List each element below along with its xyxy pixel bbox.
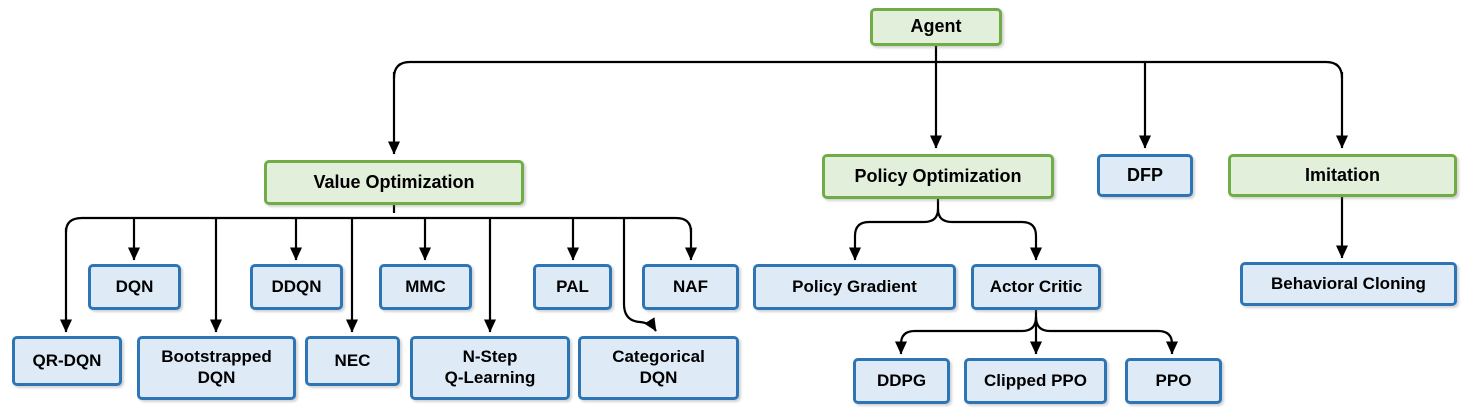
edge-ac-ddpg	[895, 316, 1038, 355]
node-pal: PAL	[533, 264, 612, 310]
node-nec: NEC	[305, 336, 400, 386]
node-n-step-q-learning: N-Step Q-Learning	[410, 336, 570, 400]
node-behavioral-cloning: Behavioral Cloning	[1240, 262, 1457, 306]
edge-vo-categorical-dqn	[622, 218, 657, 332]
node-categorical-dqn: Categorical DQN	[578, 336, 739, 400]
node-imitation: Imitation	[1228, 154, 1457, 197]
node-qr-dqn: QR-DQN	[12, 336, 122, 386]
edge-agent-rail	[392, 60, 1344, 79]
edge-ac-ppo	[1034, 316, 1178, 355]
edge-po-actor-critic	[936, 208, 1042, 261]
node-value-optimization: Value Optimization	[264, 160, 524, 205]
edge-po-policy-gradient	[849, 208, 940, 261]
node-agent: Agent	[870, 8, 1002, 46]
node-dqn: DQN	[88, 264, 181, 310]
node-mmc: MMC	[379, 264, 472, 310]
node-clipped-ppo: Clipped PPO	[964, 358, 1107, 404]
node-ppo: PPO	[1125, 358, 1222, 404]
node-naf: NAF	[642, 264, 739, 310]
node-actor-critic: Actor Critic	[971, 264, 1101, 310]
node-dfp: DFP	[1097, 154, 1193, 197]
node-bootstrapped-dqn: Bootstrapped DQN	[137, 336, 296, 400]
node-policy-optimization: Policy Optimization	[822, 154, 1054, 199]
edge-value-optimization-rail	[64, 216, 693, 233]
node-policy-gradient: Policy Gradient	[753, 264, 956, 310]
node-ddqn: DDQN	[250, 264, 343, 310]
node-ddpg: DDPG	[853, 358, 950, 404]
